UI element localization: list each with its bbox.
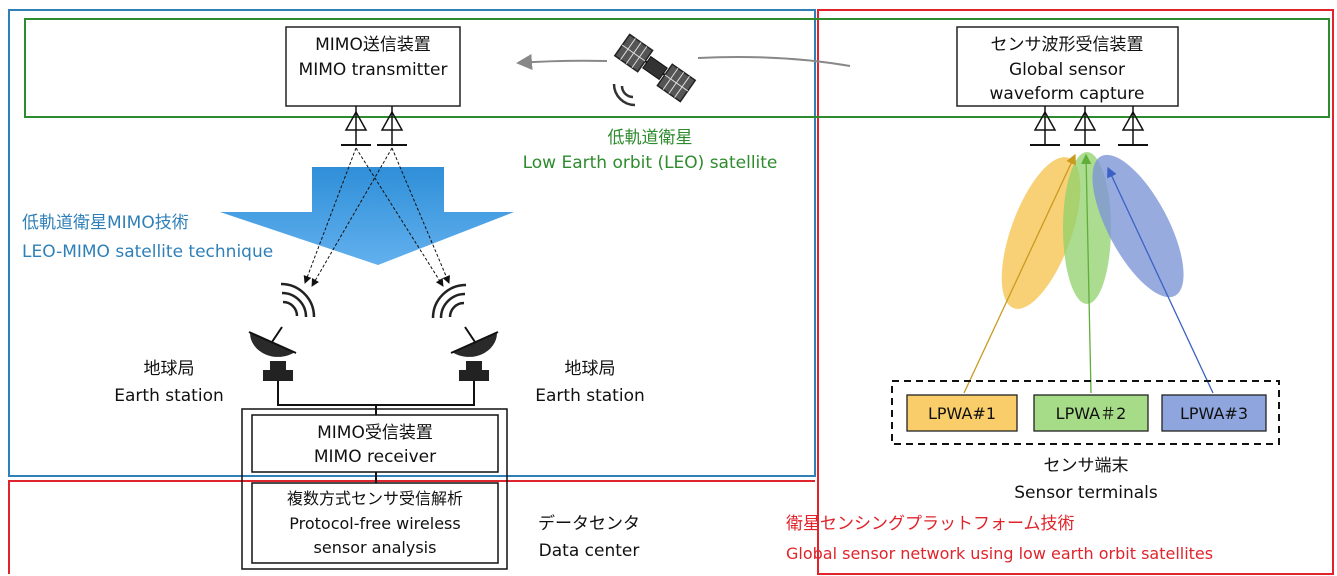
satellite-label-en: Low Earth orbit (LEO) satellite <box>523 153 778 173</box>
capture-antenna-1 <box>1030 106 1060 146</box>
capture-label-en-1: Global sensor <box>1009 60 1125 80</box>
earth-station-right-label-en: Earth station <box>535 386 645 406</box>
leo-mimo-region-frame <box>8 9 816 477</box>
lpwa-terminal-3: LPWA#3 <box>1161 394 1267 432</box>
lpwa-terminal-1-label: LPWA#1 <box>928 404 996 423</box>
sensor-platform-region-frame-lower <box>8 480 815 574</box>
satellite-signal-icon <box>612 83 636 107</box>
leo-mimo-down-arrow <box>220 167 514 265</box>
lpwa3-uplink <box>1107 166 1214 394</box>
platform-label-jp: 衛星センシングプラットフォーム技術 <box>786 514 1075 534</box>
capture-antenna-2 <box>1070 106 1100 146</box>
leo-satellite-icon <box>613 33 697 103</box>
sensor-terminals-frame <box>891 380 1280 445</box>
sensor-terminals-label-jp: センサ端末 <box>1044 456 1129 476</box>
sensor-platform-region-frame <box>817 9 1334 575</box>
capture-label-jp: センサ波形受信装置 <box>991 35 1144 55</box>
lpwa2-uplink <box>1080 153 1092 394</box>
data-center-frame <box>241 408 508 570</box>
earth-station-left-label-en: Earth station <box>114 386 224 406</box>
mimo-link-lines <box>303 147 450 287</box>
satellite-frame <box>24 18 1330 118</box>
waveform-capture-box: センサ波形受信装置 Global sensor waveform capture <box>956 26 1179 107</box>
analysis-label-en-2: sensor analysis <box>314 538 437 557</box>
platform-label-en: Global sensor network using low earth or… <box>786 544 1213 563</box>
receiver-label-en: MIMO receiver <box>314 447 436 467</box>
lpwa-terminal-3-label: LPWA#3 <box>1180 404 1248 423</box>
leo-mimo-label-en: LEO-MIMO satellite technique <box>22 242 273 262</box>
analysis-label-en-1: Protocol-free wireless <box>289 514 460 533</box>
satellite-dish-icon <box>431 283 499 381</box>
mimo-transmitter-box: MIMO送信装置 MIMO transmitter <box>285 26 461 107</box>
lpwa-terminal-1: LPWA#1 <box>906 394 1018 432</box>
analysis-label-jp: 複数方式センサ受信解析 <box>287 489 463 508</box>
satellite-dish-icon <box>248 282 316 381</box>
data-center-label-jp: データセンタ <box>538 513 640 534</box>
satellite-label-jp: 低軌道衛星 <box>608 128 693 148</box>
capture-to-satellite-line <box>697 56 851 67</box>
earth-station-right-label-jp: 地球局 <box>565 359 616 379</box>
lpwa1-uplink <box>963 153 1076 394</box>
data-center-label-en: Data center <box>539 541 640 561</box>
transmitter-label-jp: MIMO送信装置 <box>315 35 431 55</box>
capture-label-en-2: waveform capture <box>990 84 1145 104</box>
leo-mimo-label-jp: 低軌道衛星MIMO技術 <box>22 213 189 233</box>
transmitter-label-en: MIMO transmitter <box>299 60 448 80</box>
transmitter-antenna-1 <box>341 106 371 146</box>
lpwa-terminal-2-label: LPWA＃2 <box>1056 404 1127 423</box>
sensor-terminals-label-en: Sensor terminals <box>1014 483 1158 503</box>
receiver-label-jp: MIMO受信装置 <box>317 423 433 443</box>
sensor-analysis-box: 複数方式センサ受信解析 Protocol-free wireless senso… <box>251 482 499 564</box>
satellite-to-transmitter-arrow <box>516 54 608 70</box>
beam-blue <box>1092 154 1184 298</box>
lpwa-terminal-2: LPWA＃2 <box>1033 394 1149 432</box>
earth-station-left-label-jp: 地球局 <box>144 359 195 379</box>
transmitter-antenna-2 <box>377 106 407 146</box>
capture-antenna-3 <box>1118 106 1148 146</box>
mimo-receiver-box: MIMO受信装置 MIMO receiver <box>251 414 499 473</box>
earth-station-link <box>277 381 475 406</box>
